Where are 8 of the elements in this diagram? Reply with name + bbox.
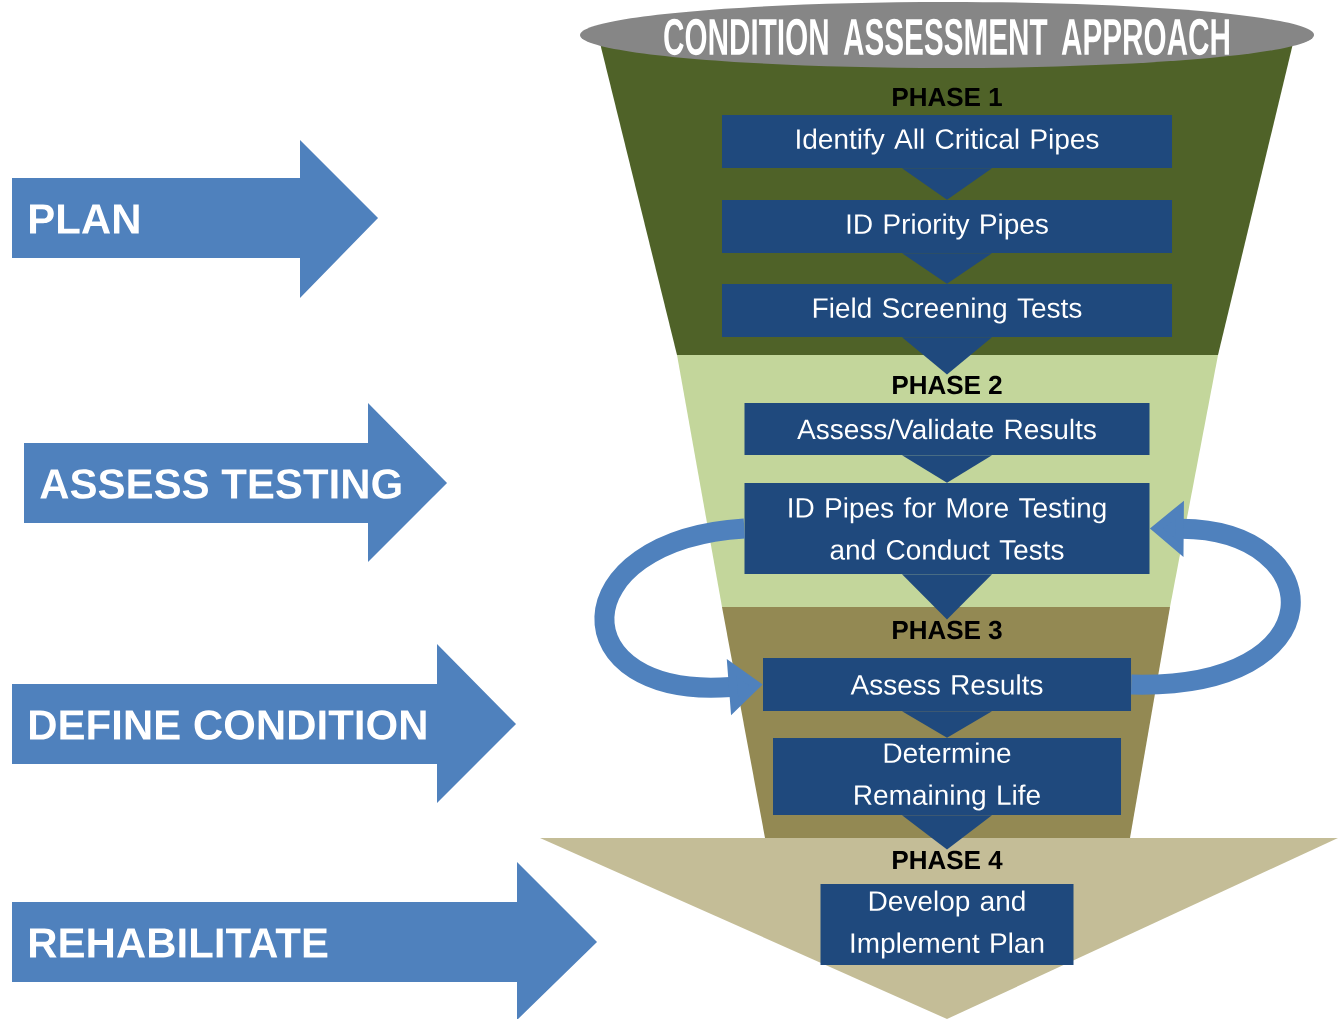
chevron-arrow bbox=[902, 815, 992, 850]
chevron-arrow bbox=[902, 455, 992, 483]
chevron-arrow bbox=[902, 337, 992, 375]
chevron-arrow bbox=[902, 711, 992, 738]
chevron-arrow bbox=[902, 574, 992, 620]
process-box: Develop and Implement Plan bbox=[820, 884, 1074, 965]
chevron-arrow bbox=[902, 168, 992, 200]
chevron-arrow bbox=[902, 253, 992, 284]
